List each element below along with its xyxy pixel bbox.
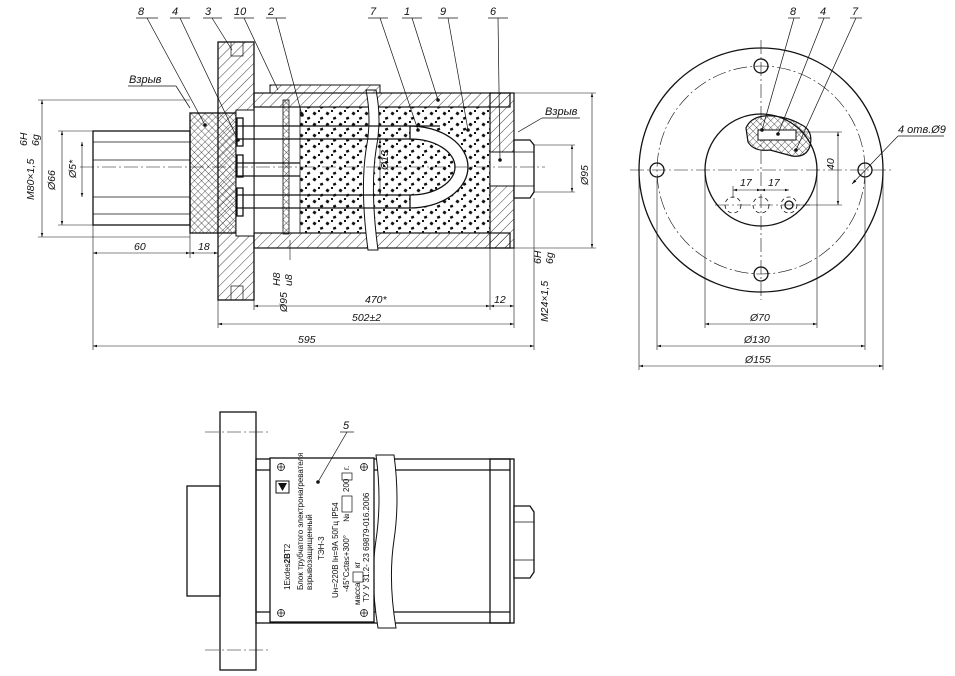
end-view: 17 17 40 Ø70 Ø130 Ø155 8 4 7 (630, 6, 946, 370)
dim-thread-main-tol-top: 6H (18, 132, 30, 146)
dim-r17a: 17 (740, 177, 753, 189)
callout-end-7: 7 (852, 6, 859, 18)
dim-len18: 18 (198, 241, 210, 253)
dim-len502: 502±2 (352, 312, 381, 324)
holes-note: 4 отв.Ø9 (898, 124, 946, 136)
callout-leaders-top (136, 17, 508, 162)
dim-d66: Ø66 (46, 170, 58, 191)
callout-end-4: 4 (820, 6, 826, 18)
plate-spec: ТУ У 31.2- 23 69879-016.2006 (362, 492, 371, 602)
external-view: 1Exdes2BT2 Блок трубчатого электронагрев… (186, 411, 535, 671)
explosion-note-right: Взрыв (545, 106, 578, 118)
dim-r130: Ø130 (743, 334, 770, 346)
u-bend-heater (409, 125, 469, 209)
callout-2: 2 (267, 6, 274, 18)
callout-10: 10 (234, 6, 247, 18)
dim-d95-fit-bottom: u8 (283, 274, 295, 286)
callout-3: 3 (205, 6, 212, 18)
dim-r40: 40 (825, 158, 837, 170)
callout-7: 7 (370, 6, 377, 18)
dim-d95: Ø95 (579, 165, 591, 186)
callout-6: 6 (490, 6, 497, 18)
plate-line2: взрывозащищенный (305, 514, 314, 590)
plate-year-unit: г. (342, 466, 351, 470)
housing-shell-top (253, 92, 511, 108)
flange-external (219, 411, 257, 671)
dim-thread-main: M80×1,5 (25, 159, 37, 200)
dim-r155: Ø155 (744, 354, 771, 366)
plate-temp: -45°С≤tв≤+300° (342, 535, 351, 592)
plate-year: 200 (342, 478, 351, 492)
dim-d95-fit: Ø95 (278, 292, 290, 313)
plate-mass-unit: кг (353, 562, 362, 569)
dim-d13: Ø13 (379, 150, 391, 171)
plate-marking: 1Exdes2BT2 (283, 543, 292, 590)
dim-d95-fit-top: H8 (271, 272, 283, 286)
plate-serial-label: № (342, 513, 351, 522)
bolt-hole-right (857, 162, 873, 178)
side-section-view: 8 4 3 10 2 7 1 9 6 Взрыв Взрыв M80×1,5 6… (18, 6, 596, 350)
plate-ratings: Uн=220В Iн=9А 50Гц IP54 (331, 502, 340, 598)
callout-4: 4 (172, 6, 178, 18)
dim-r17b: 17 (768, 177, 781, 189)
callout-1: 1 (404, 6, 410, 18)
bolt-hole-left (649, 162, 665, 178)
housing-shell-bottom (253, 232, 511, 249)
plate-mass-label: масса (353, 582, 362, 605)
dim-thread-end-tol-top: 6H (532, 250, 544, 264)
bolt-hole-bottom (753, 266, 769, 282)
plate-line1: Блок трубчатого электронагревателя (296, 453, 305, 590)
explosion-note-left: Взрыв (129, 74, 162, 86)
bolt-hole-top (753, 58, 769, 74)
dim-r70: Ø70 (749, 312, 770, 324)
dim-thread-main-tol-bottom: 6g (30, 134, 42, 146)
end-nut (513, 139, 535, 199)
dim-thread-end-tol-bottom: 6g (544, 252, 556, 264)
dim-len595: 595 (298, 334, 316, 346)
dim-d5: Ø5* (67, 159, 79, 179)
callout-end-8: 8 (790, 6, 797, 18)
callout-9: 9 (440, 6, 446, 18)
dim-len470: 470* (365, 294, 388, 306)
dim-len60: 60 (134, 241, 146, 253)
callout-8: 8 (138, 6, 145, 18)
dim-len12: 12 (494, 294, 506, 306)
plate-model: ТЭН-3 (317, 536, 326, 560)
callout-5: 5 (343, 420, 350, 432)
threaded-nipple (92, 130, 191, 226)
dim-thread-end: M24×1,5 (539, 281, 551, 322)
